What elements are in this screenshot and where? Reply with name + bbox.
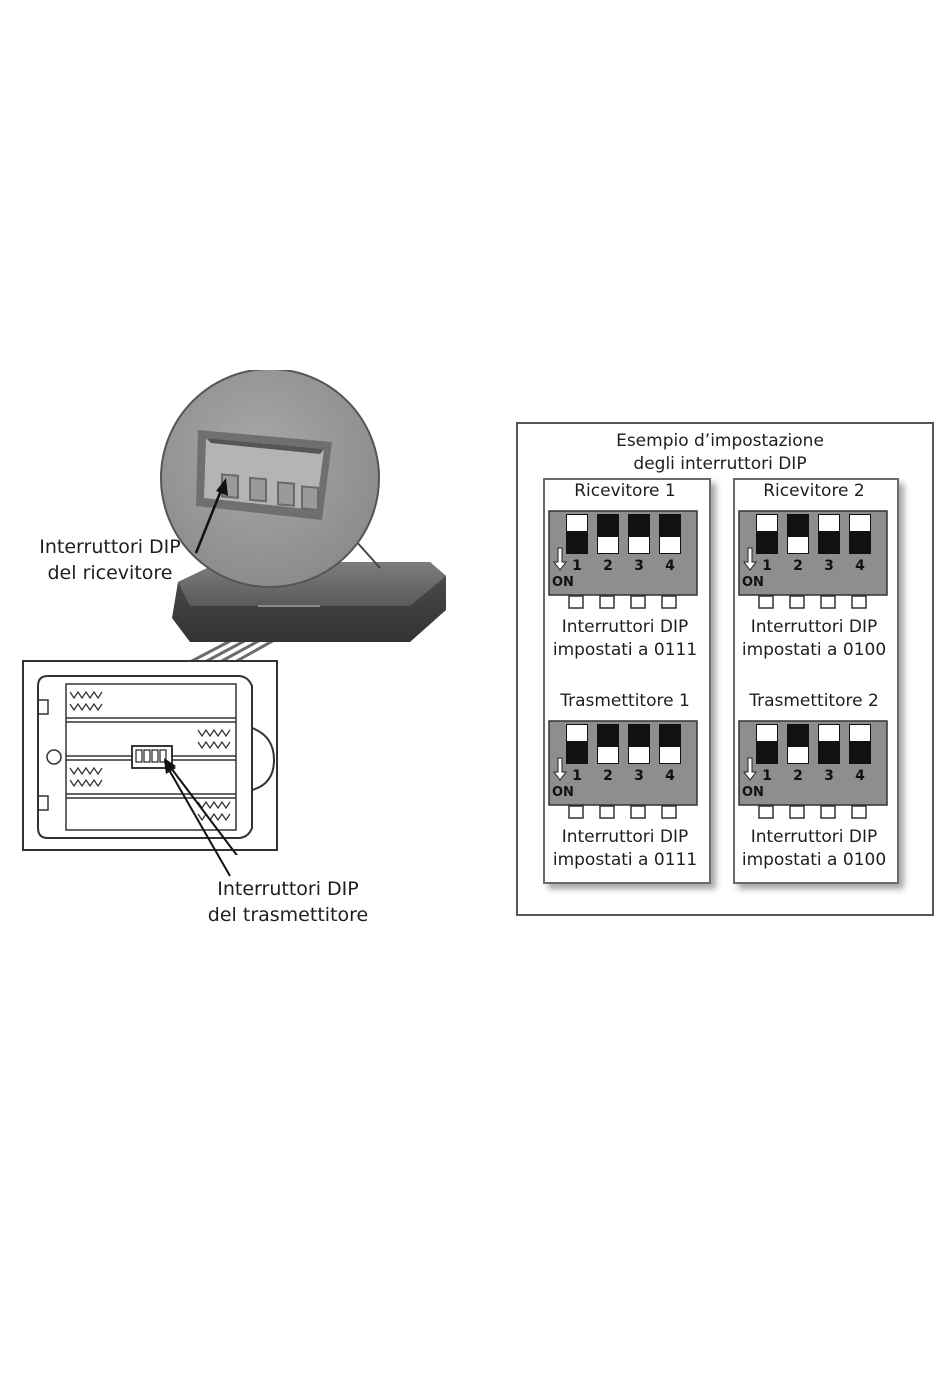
receiver-1-on-arrow-icon — [553, 547, 567, 571]
transmitter-1-on-arrow-icon — [553, 757, 567, 781]
transmitter-2-caption-line1: Interruttori DIP — [750, 827, 878, 847]
receiver-dip-label-line2: del ricevitore — [47, 562, 173, 584]
receiver-2-switch-4-knob — [850, 515, 870, 531]
transmitter-1-caption: Interruttori DIP impostati a 0111 — [545, 826, 705, 872]
receiver-2-dip-switch: 1 2 3 4ON — [738, 510, 888, 609]
transmitter-2-switch-3-knob — [819, 725, 839, 741]
transmitter-1-caption-line1: Interruttori DIP — [561, 827, 689, 847]
receiver-1-switch-1-number: 1 — [572, 558, 582, 574]
receiver-1-caption: Interruttori DIP impostati a 0111 — [545, 616, 705, 662]
transmitter-1-on-label: ON — [552, 785, 574, 800]
transmitter-2-title: Trasmettitore 2 — [749, 691, 879, 711]
receiver-1-dip-switch: 1 2 3 4ON — [548, 510, 698, 609]
transmitter-2-caption: Interruttori DIP impostati a 0100 — [734, 826, 894, 872]
transmitter-1-switch-2-number: 2 — [603, 768, 613, 784]
transmitter-1-switch-1-pin — [568, 805, 584, 819]
transmitter-1-switch-4-pin — [661, 805, 677, 819]
receiver-1-switch-4-number: 4 — [665, 558, 675, 574]
transmitter-2-caption-line2: impostati a 0100 — [741, 850, 887, 870]
transmitter-dip-label-line1: Interruttori DIP — [217, 878, 359, 900]
example-title-line1: Esempio d’impostazione — [616, 431, 824, 451]
receiver-2-switch-1-number: 1 — [762, 558, 772, 574]
receiver-1-switch-3-number: 3 — [634, 558, 644, 574]
receiver-1-switch-1-pin — [568, 595, 584, 609]
receiver-2-switch-2-knob — [788, 537, 808, 553]
receiver-1-switch-3-knob — [629, 537, 649, 553]
receiver-2-caption-line2: impostati a 0100 — [741, 640, 887, 660]
receiver-2-switch-3-number: 3 — [824, 558, 834, 574]
receiver-2-caption-line1: Interruttori DIP — [750, 617, 878, 637]
receiver-dip-label: Interruttori DIP del ricevitore — [30, 534, 190, 586]
transmitter-1-switch-3-knob — [629, 747, 649, 763]
transmitter-1-switch-2-knob — [598, 747, 618, 763]
transmitter-2-dip-switch: 1 2 3 4ON — [738, 720, 888, 819]
transmitter-1-switch-3-number: 3 — [634, 768, 644, 784]
example-title: Esempio d’impostazione degli interruttor… — [600, 430, 840, 476]
example-title-line2: degli interruttori DIP — [633, 454, 807, 474]
transmitter-dip-label: Interruttori DIP del trasmettitore — [200, 876, 376, 928]
transmitter-2-switch-3-number: 3 — [824, 768, 834, 784]
transmitter-1-switch-4-number: 4 — [665, 768, 675, 784]
receiver-device-illustration — [160, 370, 446, 664]
receiver-2-switch-4-number: 4 — [855, 558, 865, 574]
transmitter-leader-line — [164, 760, 231, 877]
transmitter-2-switch-4-pin — [851, 805, 867, 819]
receiver-dip-label-line1: Interruttori DIP — [39, 536, 181, 558]
receiver-2-switch-1-pin — [758, 595, 774, 609]
receiver-2-switch-2-pin — [789, 595, 805, 609]
receiver-1-switch-4-pin — [661, 595, 677, 609]
transmitter-2-switch-1-knob — [757, 725, 777, 741]
receiver-2-switch-3-knob — [819, 515, 839, 531]
transmitter-2-switch-2-number: 2 — [793, 768, 803, 784]
receiver-1-switch-2-pin — [599, 595, 615, 609]
receiver-2-switch-3-pin — [820, 595, 836, 609]
transmitter-1-caption-line2: impostati a 0111 — [552, 850, 698, 870]
receiver-2-title: Ricevitore 2 — [763, 481, 865, 501]
transmitter-1-switch-4-knob — [660, 747, 680, 763]
receiver-1-switch-2-knob — [598, 537, 618, 553]
receiver-1-caption-line2: impostati a 0111 — [552, 640, 698, 660]
transmitter-1-switch-3-pin — [630, 805, 646, 819]
receiver-1-title: Ricevitore 1 — [574, 481, 676, 501]
receiver-1-switch-3-pin — [630, 595, 646, 609]
receiver-2-switch-1-knob — [757, 515, 777, 531]
transmitter-2-switch-4-knob — [850, 725, 870, 741]
transmitter-1-title: Trasmettitore 1 — [560, 691, 690, 711]
receiver-2-on-label: ON — [742, 575, 764, 590]
transmitter-2-switch-2-knob — [788, 747, 808, 763]
receiver-1-switch-2-number: 2 — [603, 558, 613, 574]
transmitter-1-dip-switch: 1 2 3 4ON — [548, 720, 698, 819]
transmitter-2-switch-1-pin — [758, 805, 774, 819]
receiver-1-on-label: ON — [552, 575, 574, 590]
transmitter-2-on-label: ON — [742, 785, 764, 800]
transmitter-2-switch-1-number: 1 — [762, 768, 772, 784]
transmitter-2-switch-4-number: 4 — [855, 768, 865, 784]
receiver-1-caption-line1: Interruttori DIP — [561, 617, 689, 637]
receiver-2-caption: Interruttori DIP impostati a 0100 — [734, 616, 894, 662]
receiver-1-switch-4-knob — [660, 537, 680, 553]
transmitter-2-on-arrow-icon — [743, 757, 757, 781]
receiver-2-on-arrow-icon — [743, 547, 757, 571]
transmitter-1-switch-1-number: 1 — [572, 768, 582, 784]
transmitter-device-illustration — [22, 660, 278, 855]
transmitter-2-switch-2-pin — [789, 805, 805, 819]
receiver-2-switch-4-pin — [851, 595, 867, 609]
transmitter-dip-label-line2: del trasmettitore — [207, 904, 369, 926]
transmitter-2-switch-3-pin — [820, 805, 836, 819]
transmitter-1-switch-2-pin — [599, 805, 615, 819]
receiver-1-switch-1-knob — [567, 515, 587, 531]
transmitter-1-switch-1-knob — [567, 725, 587, 741]
receiver-2-switch-2-number: 2 — [793, 558, 803, 574]
